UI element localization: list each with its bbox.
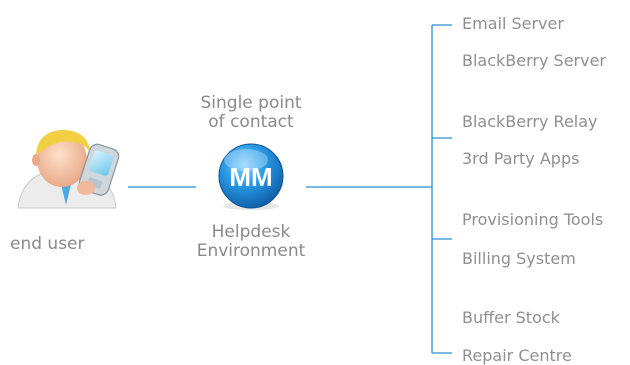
service-provisioning-tools: Provisioning Tools (462, 210, 604, 229)
service-billing-system: Billing System (462, 249, 576, 268)
connectors (128, 24, 452, 354)
service-buffer-stock: Buffer Stock (462, 308, 560, 327)
hub-top-label-line1: Single point (200, 93, 302, 113)
service-repair-centre: Repair Centre (462, 346, 572, 365)
hub-bottom-label-line1: Helpdesk (211, 222, 291, 242)
hub-bottom-label: Helpdesk Environment (176, 223, 326, 261)
end-user-label: end user (10, 234, 85, 254)
service-email-server: Email Server (462, 14, 564, 33)
service-3rd-party-apps: 3rd Party Apps (462, 149, 580, 168)
end-user-icon (17, 130, 120, 209)
mm-logo-text: MM (229, 162, 272, 192)
service-blackberry-relay: BlackBerry Relay (462, 112, 598, 131)
hub-top-label-line2: of contact (208, 112, 294, 132)
service-blackberry-server: BlackBerry Server (462, 51, 607, 70)
mm-logo-icon: MM (218, 143, 284, 210)
hub-bottom-label-line2: Environment (196, 241, 306, 261)
hub-top-label: Single point of contact (176, 94, 326, 132)
